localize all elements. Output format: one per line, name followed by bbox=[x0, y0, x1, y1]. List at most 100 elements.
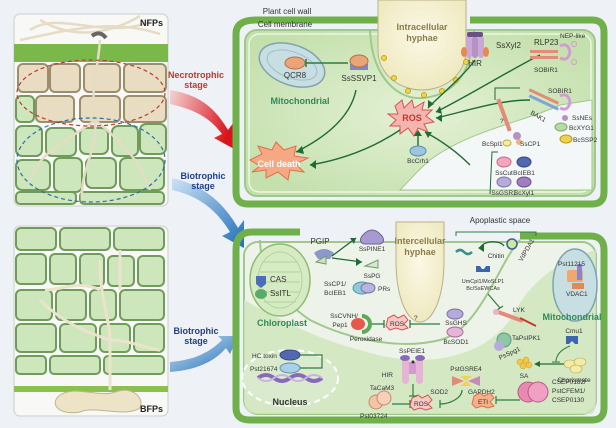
eti-burst bbox=[471, 392, 495, 409]
intercellular-hyphae-label-2: hyphae bbox=[404, 247, 436, 257]
apoplastic-bracket bbox=[455, 231, 537, 236]
pst21674-protein bbox=[279, 362, 301, 374]
prs-label: PRs bbox=[378, 286, 391, 293]
csep-label-1: CSEP0182/ bbox=[552, 379, 586, 386]
sobir1-bak1-complex bbox=[528, 88, 572, 121]
bcssp2-protein bbox=[559, 134, 573, 144]
pgip-label: PGIP bbox=[310, 237, 329, 246]
vdpda1-protein bbox=[506, 238, 518, 250]
tapsipk1-label: TaPsIPK1 bbox=[512, 335, 541, 342]
lyk-receptor bbox=[493, 309, 537, 327]
cas-protein bbox=[256, 276, 266, 288]
plant-cell-wall-label: Plant cell wall bbox=[263, 7, 312, 16]
nfps-panel: NFPs bbox=[13, 13, 169, 207]
vdac1-protein bbox=[572, 283, 584, 289]
peroxidase-label: Peroxidase bbox=[350, 336, 383, 343]
gapdh2-protein bbox=[468, 376, 480, 386]
bcsod1-protein bbox=[446, 326, 464, 338]
intracellular-hyphae-label-2: hyphae bbox=[406, 33, 438, 43]
qcr8-label: QCR8 bbox=[284, 71, 307, 80]
sscut-protein bbox=[496, 156, 512, 168]
top-plant-cell: Intracellular hyphae Plant cell wall Cel… bbox=[232, 0, 608, 208]
ros-burst-top bbox=[386, 99, 436, 137]
chitin-label: Chitin bbox=[488, 253, 505, 260]
sod2-label: SOD2 bbox=[430, 389, 448, 396]
sscp1-bcieb1-label-2: BcIEB1 bbox=[324, 290, 346, 297]
sssvp1-protein bbox=[349, 54, 369, 70]
sssvp1-label: SsSSVP1 bbox=[341, 74, 377, 83]
bcsod1-label: BcSOD1 bbox=[443, 339, 469, 346]
pst11215-label: Pst11215 bbox=[558, 261, 585, 268]
csep-label-2: PstCFEM1/ bbox=[552, 388, 585, 395]
gapdh2-label: GAPDH2 bbox=[468, 389, 495, 396]
cmu1-label: Cmu1 bbox=[565, 328, 583, 335]
nucleus: Nucleus bbox=[241, 349, 339, 407]
sa-label: SA bbox=[520, 373, 529, 380]
elicitor-bracket bbox=[489, 151, 498, 195]
hc-toxin-molecule bbox=[279, 349, 301, 361]
sspine1-label: SsPINE1 bbox=[359, 246, 386, 253]
biotrophic-arrow-top bbox=[172, 178, 244, 248]
tacam3-label: TaCaM3 bbox=[370, 385, 395, 392]
nucleus-label: Nucleus bbox=[272, 397, 307, 407]
csep-label-3: CSEP0130 bbox=[552, 397, 585, 404]
bcieb1-label: BcIEB1 bbox=[513, 170, 535, 177]
sscp1-bcieb1-label-1: SsCP1/ bbox=[324, 281, 346, 288]
sspg-protein bbox=[363, 259, 379, 269]
mitochondrion-bottom: Pst11215 VDAC1 Mitochondrial bbox=[543, 248, 602, 322]
ssxyl2-label: SsXyl2 bbox=[496, 41, 521, 50]
hir-receptor-bottom bbox=[400, 355, 425, 384]
nep-like-label: NEP-like bbox=[560, 33, 586, 40]
cell-membrane-label: Cell membrane bbox=[258, 20, 313, 29]
chorismate-molecule bbox=[563, 357, 587, 374]
chloroplast-label: Chloroplast bbox=[257, 318, 307, 328]
intracellular-hyphae-label-1: Intracellular bbox=[396, 22, 448, 32]
bcspl1-protein bbox=[502, 139, 512, 147]
ssitl-protein bbox=[255, 289, 267, 299]
sobir1-label-b: SOBIR1 bbox=[548, 88, 572, 95]
psspg1-protein bbox=[494, 341, 504, 351]
sspine1-protein bbox=[359, 229, 385, 245]
pst03724-label: Pst03724 bbox=[360, 413, 388, 420]
biotrophic-top-label-2: stage bbox=[191, 181, 215, 191]
bcxyg1-label: BcXYG1 bbox=[569, 125, 594, 132]
nfps-label: NFPs bbox=[140, 18, 163, 28]
umcpl1-protein bbox=[476, 266, 490, 272]
lyk-label: LYK bbox=[513, 307, 525, 314]
mitochondrial-label-bottom: Mitochondrial bbox=[543, 312, 602, 322]
biotrophic-bottom-label-1: Biotrophic bbox=[174, 326, 219, 336]
pstgsre4-label: PstGSRE4 bbox=[450, 366, 482, 373]
ros-burst-1 bbox=[385, 314, 409, 331]
sscut-label: SsCut bbox=[495, 170, 513, 177]
mitochondrial-label-top: Mitochondrial bbox=[271, 96, 330, 106]
rlp23-receptor bbox=[530, 41, 577, 65]
necrotrophic-label-2: stage bbox=[184, 80, 208, 90]
sod2-protein bbox=[452, 376, 464, 386]
ssgsr1-protein bbox=[496, 176, 512, 188]
pgip-protein bbox=[314, 249, 334, 259]
eti-label: ETI bbox=[478, 399, 488, 406]
ros-label-2: ROS bbox=[414, 401, 429, 408]
cell-death-burst bbox=[248, 141, 310, 181]
sa-molecule bbox=[516, 356, 533, 370]
question-mark-bottom: ? bbox=[414, 315, 418, 322]
apoplastic-space-label: Apoplastic space bbox=[470, 216, 531, 225]
ssitl-label: SsITL bbox=[270, 289, 291, 298]
sscp1-label-top: SsCP1 bbox=[520, 141, 541, 148]
question-bracket bbox=[494, 87, 520, 100]
umcpl1-label-2: Bc/SsEWCAs bbox=[466, 286, 500, 292]
bccrh1-label: BcCrh1 bbox=[407, 158, 429, 165]
necrotrophic-label-1: Necrotrophic bbox=[168, 70, 224, 80]
bcxyl1-label: BcXyl1 bbox=[514, 190, 535, 197]
question-mark-top: ? bbox=[500, 118, 504, 125]
umcpl1-label-1: UmCpl1/MoSLP1 bbox=[462, 279, 505, 285]
qcr8-protein bbox=[284, 56, 306, 70]
mitochondrion-top: QCR8 Mitochondrial bbox=[258, 42, 330, 106]
ssgsr1-label: SsGSR1 bbox=[491, 190, 517, 197]
bcxyg1-protein bbox=[554, 122, 568, 132]
sobir1-label-a: SOBIR1 bbox=[534, 67, 558, 74]
bcieb1-protein bbox=[516, 156, 532, 168]
cmu1-protein bbox=[566, 336, 578, 344]
chloroplast: CAS SsITL Chloroplast bbox=[249, 243, 311, 328]
